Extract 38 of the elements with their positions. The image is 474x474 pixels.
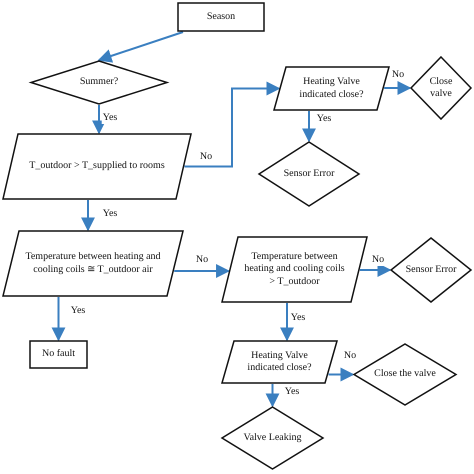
node-text: T_outdoor > T_supplied to rooms: [29, 160, 165, 173]
edge-label: Yes: [102, 112, 118, 124]
decision-diamond: [258, 141, 360, 207]
arrow: [52, 297, 66, 342]
data-parallelogram: [2, 133, 192, 200]
node-text: Heating Valve indicated close?: [246, 350, 313, 374]
node-text: Temperature between heating and cooling coils ≅ T_outdoor air: [24, 251, 162, 276]
arrow: [92, 105, 106, 134]
data-parallelogram: [221, 340, 338, 384]
arrow: [280, 303, 294, 342]
node-text: Temperature between heating and cooling coils > T_outdoor: [243, 250, 346, 288]
node-text: Close valve: [428, 76, 454, 100]
process-box: [177, 2, 265, 32]
data-parallelogram: [273, 66, 390, 111]
arrow: [81, 200, 95, 232]
process-box: [29, 340, 88, 369]
arrow: [184, 82, 280, 168]
node-text: Sensor Error: [284, 168, 334, 180]
node-text: No fault: [42, 348, 76, 361]
node-text: Sensor Error: [406, 264, 456, 276]
arrow: [328, 368, 354, 382]
data-parallelogram: [221, 236, 368, 303]
arrow: [174, 264, 230, 278]
node-text: Summer?: [80, 76, 118, 89]
decision-diamond: [221, 406, 324, 470]
decision-diamond: [410, 56, 472, 120]
edge-label: No: [370, 254, 386, 266]
arrow: [98, 31, 184, 63]
node-text: Season: [206, 10, 236, 24]
arrow: [384, 81, 412, 95]
decision-diamond: [390, 237, 472, 303]
decision-diamond: [30, 60, 168, 105]
node-text: Close the valve: [374, 368, 436, 381]
node-text: Heating Valve indicated close?: [298, 76, 365, 101]
node-text: Valve Leaking: [243, 432, 302, 444]
arrow: [302, 111, 316, 142]
data-parallelogram: [2, 230, 184, 297]
arrow: [266, 384, 280, 408]
